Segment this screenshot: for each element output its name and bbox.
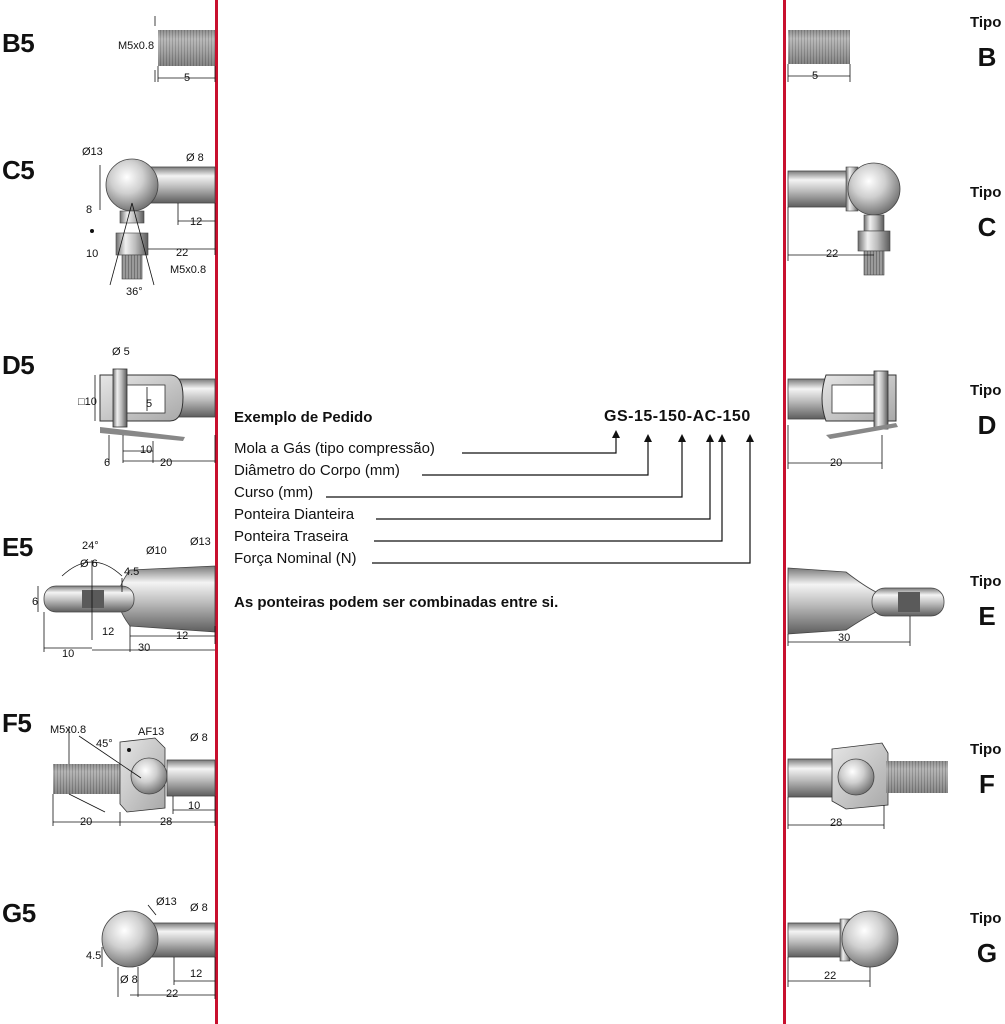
right-divider-line — [783, 0, 786, 1024]
type-g-ball-stud-drawing — [787, 910, 899, 987]
c5-shank-dia-label: Ø 8 — [186, 152, 204, 164]
order-line-type: Mola a Gás (tipo compressão) — [234, 440, 435, 457]
c5-angle-label: 36° — [126, 286, 143, 298]
e5-angle-label: 24° — [82, 540, 99, 552]
g5-len22-label: 22 — [166, 988, 179, 1000]
tipo-letter-g: G — [976, 938, 998, 968]
order-example-heading: Exemplo de Pedido — [234, 409, 373, 426]
tipo-label-f: Tipo — [970, 741, 1002, 758]
e5-dia13-label: Ø13 — [190, 536, 211, 548]
code-c5: C5 — [2, 155, 35, 185]
tipo-letter-e: E — [978, 601, 996, 631]
order-line-rear-end: Ponteira Traseira — [234, 528, 349, 545]
b5-threaded-stud-drawing — [154, 16, 216, 82]
e5-rod-eye-drawing — [37, 560, 216, 652]
f5-ball-socket-drawing — [52, 726, 216, 826]
tipo-label-b: Tipo — [970, 14, 1002, 31]
code-g5: G5 — [2, 898, 36, 928]
tipo-label-c: Tipo — [970, 184, 1002, 201]
type-g-length-label: 22 — [824, 970, 837, 982]
f5-angle-label: 45° — [96, 738, 113, 750]
b5-length-label: 5 — [184, 72, 191, 84]
e5-h45-label: 4.5 — [124, 566, 140, 578]
d5-len6-label: 6 — [104, 457, 111, 469]
tipo-letter-d: D — [977, 410, 997, 440]
e5-len12b-label: 12 — [176, 630, 189, 642]
c5-len22-label: 22 — [176, 247, 189, 259]
g5-dia8-label: Ø 8 — [120, 974, 138, 986]
type-e-length-label: 30 — [838, 632, 851, 644]
code-b5: B5 — [2, 28, 35, 58]
type-f-length-label: 28 — [830, 817, 843, 829]
d5-square-label: □10 — [78, 396, 97, 408]
g5-ball-stud-drawing — [101, 904, 216, 999]
type-f-ball-socket-drawing — [787, 742, 948, 829]
g5-stud-dia-label: Ø 8 — [190, 902, 208, 914]
d5-width-label: 5 — [146, 398, 153, 410]
d5-clevis-drawing — [94, 368, 216, 463]
tipo-label-d: Tipo — [970, 382, 1002, 399]
left-divider-line — [215, 0, 218, 1024]
type-b-threaded-drawing — [787, 30, 851, 82]
c5-len12-label: 12 — [190, 216, 203, 228]
c5-height-label: 8 — [86, 204, 93, 216]
c5-angle-joint-drawing — [90, 158, 216, 286]
c5-height10-label: 10 — [86, 248, 99, 260]
e5-len10-label: 10 — [62, 648, 75, 660]
e5-len30-label: 30 — [138, 642, 151, 654]
b5-thread-label: M5x0.8 — [118, 40, 155, 52]
type-d-length-label: 20 — [830, 457, 843, 469]
order-example-code: GS-15-150-AC-150 — [604, 408, 751, 425]
order-line-stroke: Curso (mm) — [234, 484, 314, 501]
f5-dia8-label: Ø 8 — [190, 732, 208, 744]
d5-pin-dia-label: Ø 5 — [112, 346, 130, 358]
e5-dia10-label: Ø10 — [146, 545, 167, 557]
f5-af-label: AF13 — [138, 726, 165, 738]
type-e-rod-eye-drawing — [787, 567, 945, 646]
tipo-letter-b: B — [977, 42, 997, 72]
e5-hole-dia-label: Ø 6 — [80, 558, 98, 570]
order-line-force: Força Nominal (N) — [234, 550, 357, 567]
c5-ball-dia-label: Ø13 — [82, 146, 103, 158]
d5-len10-label: 10 — [140, 444, 153, 456]
tipo-label-g: Tipo — [970, 910, 1002, 927]
combination-note: As ponteiras podem ser combinadas entre … — [234, 594, 559, 611]
f5-thread-label: M5x0.8 — [50, 724, 87, 736]
g5-ball-dia-label: Ø13 — [156, 896, 177, 908]
type-d-clevis-drawing — [787, 370, 898, 469]
d5-len20-label: 20 — [160, 457, 173, 469]
code-f5: F5 — [2, 708, 32, 738]
e5-len12a-label: 12 — [102, 626, 115, 638]
e5-h6-label: 6 — [32, 596, 39, 608]
tipo-letter-f: F — [979, 769, 995, 799]
f5-len20-label: 20 — [80, 816, 93, 828]
tipo-letter-c: C — [977, 212, 997, 242]
f5-len28-label: 28 — [160, 816, 173, 828]
type-c-angle-joint-drawing — [787, 162, 901, 276]
code-d5: D5 — [2, 350, 35, 380]
c5-thread-label: M5x0.8 — [170, 264, 207, 276]
code-e5: E5 — [2, 532, 33, 562]
g5-len12-label: 12 — [190, 968, 203, 980]
type-b-length-label: 5 — [812, 70, 819, 82]
tipo-label-e: Tipo — [970, 573, 1002, 590]
type-c-length-label: 22 — [826, 248, 839, 260]
order-line-front-end: Ponteira Dianteira — [234, 506, 355, 523]
order-line-diameter: Diâmetro do Corpo (mm) — [234, 462, 400, 479]
g5-h45-label: 4.5 — [86, 950, 102, 962]
f5-len10-label: 10 — [188, 800, 201, 812]
